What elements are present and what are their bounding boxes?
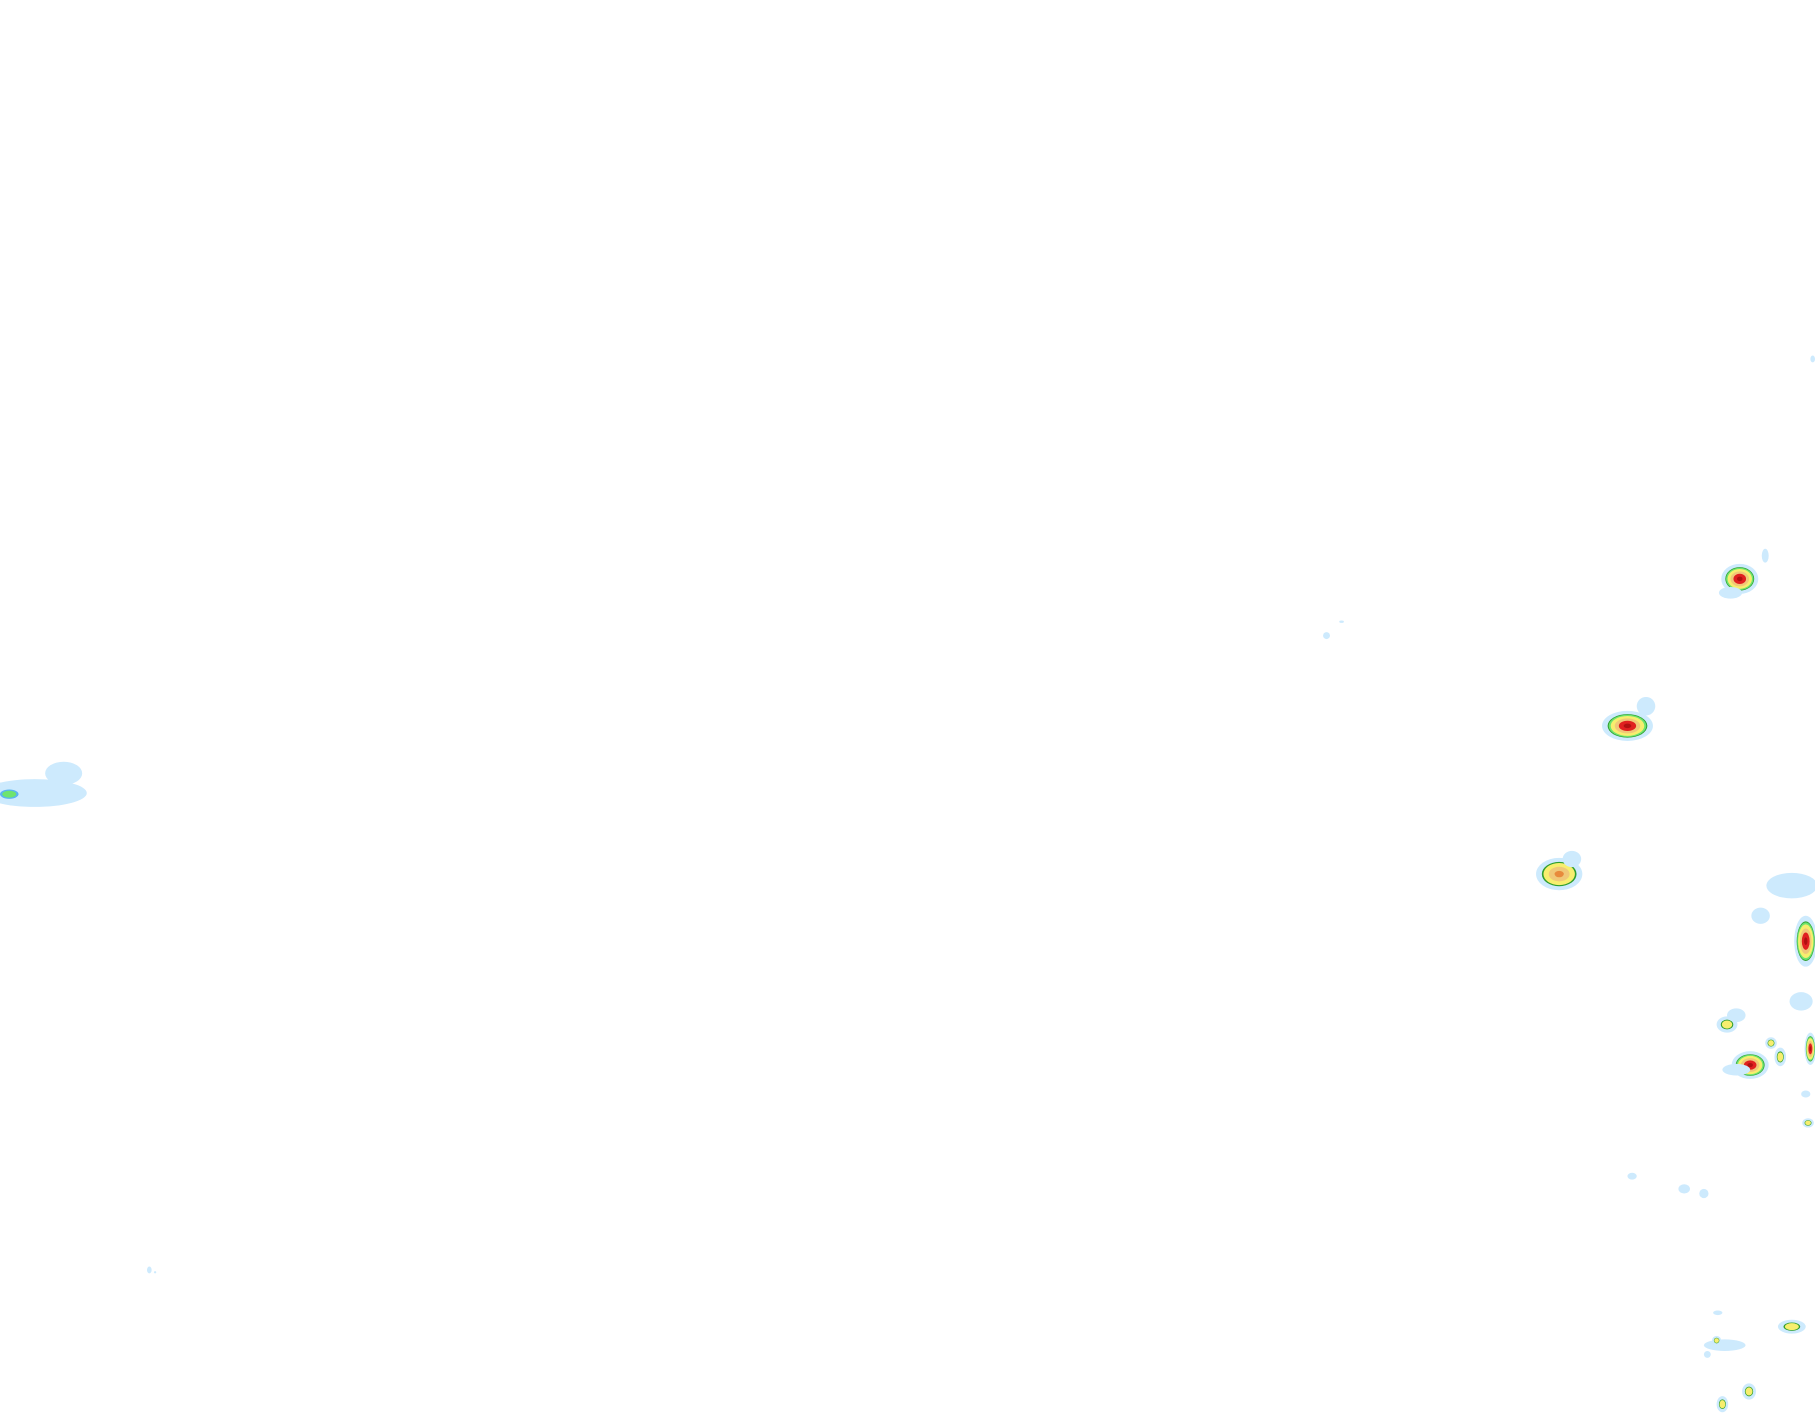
reflectivity-dark-red xyxy=(1623,723,1632,729)
reflectivity-very-light xyxy=(1789,992,1813,1011)
reflectivity-yellow xyxy=(1768,1040,1774,1046)
storm-cell xyxy=(1777,1319,1806,1334)
reflectivity-very-light xyxy=(1722,1063,1751,1076)
reflectivity-green xyxy=(2,790,17,798)
reflectivity-very-light xyxy=(45,761,83,785)
reflectivity-very-light xyxy=(1703,1350,1711,1358)
storm-cell xyxy=(1722,1063,1751,1076)
storm-cell xyxy=(1742,1383,1756,1400)
reflectivity-very-light xyxy=(1703,1339,1746,1351)
reflectivity-very-light xyxy=(1751,907,1770,924)
reflectivity-very-light xyxy=(1323,632,1330,640)
storm-cell xyxy=(147,1266,152,1274)
storm-cell xyxy=(1774,1047,1787,1067)
reflectivity-very-light xyxy=(1727,1008,1746,1023)
reflectivity-very-light xyxy=(147,1266,152,1274)
reflectivity-dark-red xyxy=(1736,576,1743,582)
reflectivity-yellow xyxy=(1784,1323,1799,1331)
storm-cell xyxy=(1766,872,1815,899)
storm-cell xyxy=(1794,915,1815,967)
reflectivity-very-light xyxy=(1766,872,1815,899)
storm-cell xyxy=(1699,1188,1709,1199)
storm-cell xyxy=(1802,1118,1814,1128)
reflectivity-very-light xyxy=(1718,586,1743,599)
storm-cell xyxy=(1765,1037,1777,1049)
storm-cell xyxy=(1718,586,1743,599)
reflectivity-very-light xyxy=(1562,850,1582,868)
storm-cell xyxy=(1602,710,1653,741)
storm-cell xyxy=(0,779,87,807)
storm-cell xyxy=(1711,1335,1722,1346)
reflectivity-very-light xyxy=(1761,548,1769,563)
reflectivity-orange xyxy=(1554,870,1564,878)
reflectivity-very-light xyxy=(0,779,87,807)
storm-cell xyxy=(1801,1090,1811,1098)
reflectivity-dark-red xyxy=(1809,1046,1812,1052)
storm-cell xyxy=(1713,1310,1723,1316)
reflectivity-very-light xyxy=(1801,1090,1811,1098)
storm-cell xyxy=(1716,1396,1729,1413)
reflectivity-very-light xyxy=(153,1271,157,1274)
reflectivity-yellow xyxy=(1745,1387,1753,1396)
storm-cell xyxy=(1789,992,1813,1011)
storm-cell xyxy=(153,1271,157,1274)
storm-cell xyxy=(1703,1350,1711,1358)
storm-cell xyxy=(1727,1008,1746,1023)
reflectivity-very-light xyxy=(1713,1310,1723,1316)
storm-cell xyxy=(1636,696,1656,716)
storm-cell xyxy=(1751,907,1770,924)
reflectivity-dark-red xyxy=(1747,1062,1753,1068)
storm-cell xyxy=(1761,548,1769,563)
storm-cell xyxy=(1703,1339,1746,1351)
storm-cell xyxy=(1562,850,1582,868)
storm-cell xyxy=(1810,355,1815,363)
storm-cell xyxy=(1678,1184,1690,1194)
storm-cell xyxy=(1804,1032,1815,1066)
reflectivity-very-light xyxy=(1810,355,1815,363)
reflectivity-dark-red xyxy=(1804,937,1808,946)
reflectivity-yellow xyxy=(1719,1400,1726,1409)
reflectivity-very-light xyxy=(1636,696,1656,716)
reflectivity-very-light xyxy=(1699,1188,1709,1199)
reflectivity-very-light xyxy=(1339,620,1344,623)
reflectivity-yellow xyxy=(1721,1020,1733,1029)
storm-cell xyxy=(1339,620,1344,623)
reflectivity-very-light xyxy=(1678,1184,1690,1194)
reflectivity-yellow xyxy=(1714,1338,1719,1343)
storm-cell xyxy=(1721,563,1759,594)
storm-cell xyxy=(1627,1172,1637,1180)
storm-cell xyxy=(1323,632,1330,640)
storm-cell xyxy=(0,788,21,800)
storm-cell xyxy=(45,761,83,785)
reflectivity-yellow xyxy=(1777,1052,1784,1062)
reflectivity-very-light xyxy=(1627,1172,1637,1180)
reflectivity-yellow xyxy=(1805,1120,1811,1126)
